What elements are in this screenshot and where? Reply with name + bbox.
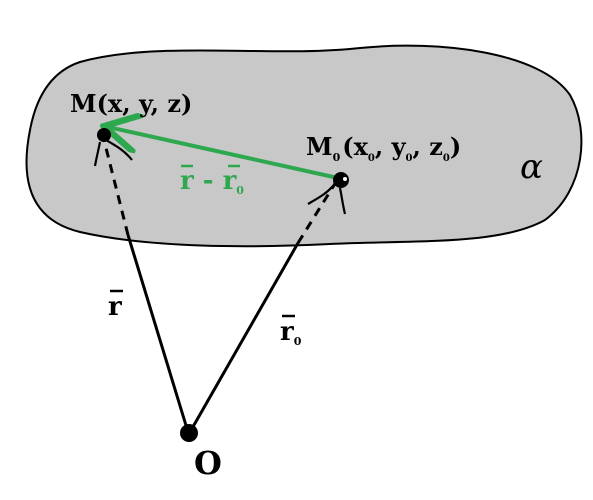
label-vector-r: r: [108, 289, 123, 322]
vector-r-line: [126, 234, 190, 433]
svg-text:r: r: [108, 292, 122, 322]
vector-r-dashed: [102, 139, 130, 236]
label-point-m: M(x, y, z): [70, 89, 192, 118]
vector-r0-dashed: [296, 181, 338, 244]
point-m0-marker: [307, 172, 349, 215]
vector-r0-line: [188, 242, 300, 433]
svg-text:r - r0: r - r0: [180, 166, 244, 197]
svg-text:r0: r0: [280, 317, 302, 348]
label-vector-r0: r0: [280, 314, 302, 348]
label-plane-alpha: α: [520, 147, 543, 187]
vector-diff-arrow: [108, 127, 339, 180]
plane-alpha: [25, 44, 583, 248]
point-m-marker: [93, 128, 133, 167]
label-origin: O: [194, 444, 222, 482]
label-point-m0: M0(x0, y0, z0): [306, 132, 461, 164]
origin-point: [180, 424, 198, 442]
label-vector-diff: r - r0: [180, 164, 244, 197]
